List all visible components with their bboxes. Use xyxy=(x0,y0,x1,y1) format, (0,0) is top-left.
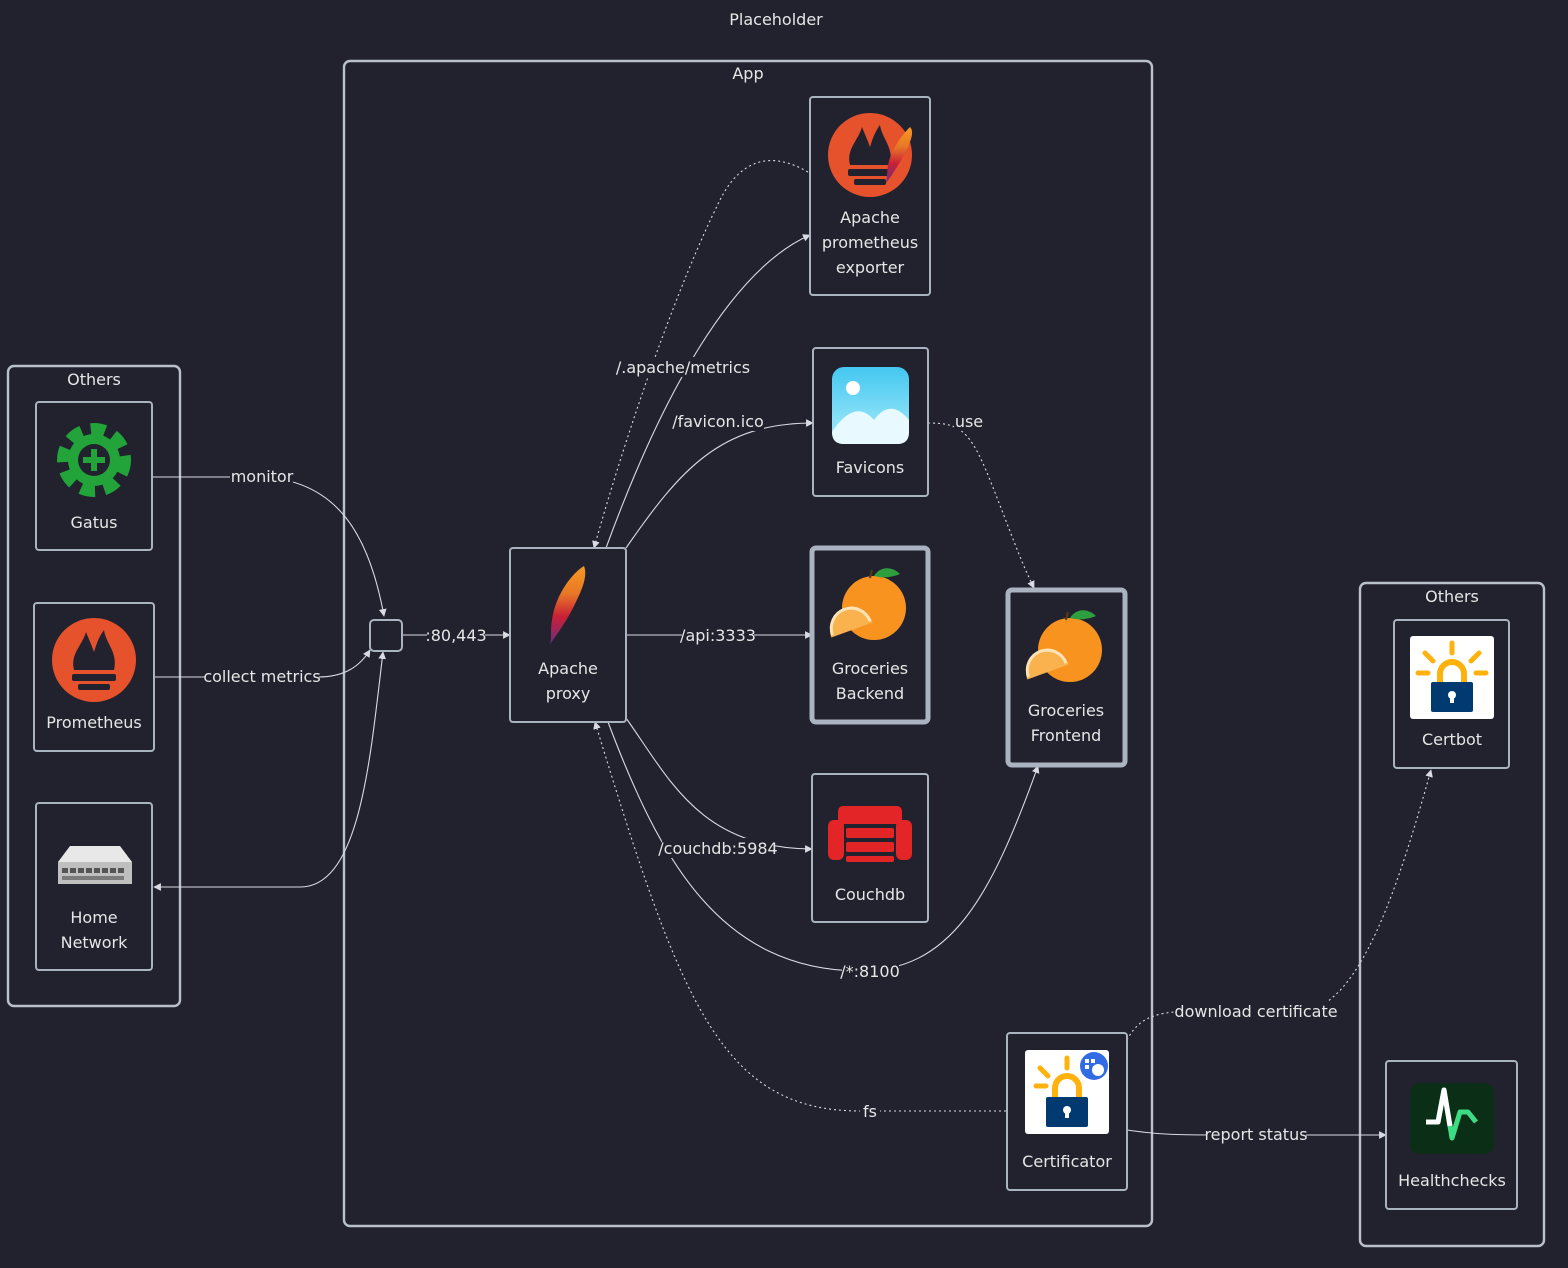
edge-label-collect-metrics: collect metrics xyxy=(203,667,320,686)
tangerine-icon xyxy=(829,568,906,640)
image-icon xyxy=(832,367,909,444)
node-home-network-label-2: Network xyxy=(61,933,129,952)
node-certificator[interactable]: Certificator xyxy=(1006,1032,1128,1191)
node-couchdb-label: Couchdb xyxy=(835,885,905,904)
group-others-left-label: Others xyxy=(67,370,121,389)
edge-home-network xyxy=(153,651,386,891)
edge-couchdb xyxy=(625,717,813,853)
edge-label-use: use xyxy=(955,412,983,431)
node-apache-exporter-label-2: prometheus xyxy=(822,233,918,252)
node-prometheus[interactable]: Prometheus xyxy=(33,602,155,752)
node-couchdb[interactable]: Couchdb xyxy=(811,773,929,923)
edge-label-frontend: /*:8100 xyxy=(840,962,900,981)
healthchecks-icon xyxy=(1410,1083,1494,1154)
node-groceries-frontend-label-1: Groceries xyxy=(1028,701,1104,720)
edge-label-couchdb: /couchdb:5984 xyxy=(658,839,777,858)
junction-node[interactable] xyxy=(369,619,403,652)
node-prometheus-label: Prometheus xyxy=(46,713,142,732)
edge-label-favicon: /favicon.ico xyxy=(672,412,764,431)
edge-label-report-status: report status xyxy=(1204,1125,1307,1144)
edge-use xyxy=(927,422,1035,589)
prometheus-apache-icon xyxy=(828,113,913,197)
couch-icon xyxy=(828,806,912,862)
diagram-title: Placeholder xyxy=(729,10,823,29)
gatus-icon xyxy=(57,423,131,497)
edge-label-monitor: monitor xyxy=(231,467,294,486)
node-certbot-label: Certbot xyxy=(1422,730,1482,749)
node-certbot[interactable]: Certbot xyxy=(1393,619,1510,769)
node-home-network[interactable]: Home Network xyxy=(35,802,153,971)
edge-download-certificate xyxy=(1126,769,1433,1041)
edge-label-api: /api:3333 xyxy=(680,626,756,645)
edge-monitor xyxy=(152,476,387,617)
prometheus-icon xyxy=(52,618,136,702)
node-groceries-backend-label-2: Backend xyxy=(836,684,904,703)
node-home-network-label-1: Home xyxy=(70,908,117,927)
node-apache-proxy-label-2: proxy xyxy=(546,684,591,703)
node-apache-exporter-label-1: Apache xyxy=(840,208,900,227)
edge-exporter-back xyxy=(592,160,809,549)
node-groceries-backend-label-1: Groceries xyxy=(832,659,908,678)
apache-feather-icon xyxy=(550,566,586,644)
edge-labels: monitor collect metrics :80,443 /.apache… xyxy=(203,357,1338,1144)
node-apache-exporter[interactable]: Apache prometheus exporter xyxy=(809,96,931,296)
edge-label-fs: fs xyxy=(863,1102,877,1121)
edge-label-download-certificate: download certificate xyxy=(1174,1002,1337,1021)
node-favicons-label: Favicons xyxy=(836,458,905,477)
group-app: App xyxy=(342,59,1154,1228)
certbot-cron-icon xyxy=(1025,1050,1109,1134)
edge-to-exporter xyxy=(605,234,811,549)
network-switch-icon xyxy=(58,846,132,884)
group-others-right-label: Others xyxy=(1425,587,1479,606)
node-groceries-frontend[interactable]: Groceries Frontend xyxy=(1005,587,1128,768)
node-apache-exporter-label-3: exporter xyxy=(836,258,905,277)
edge-label-apache-metrics: /.apache/metrics xyxy=(616,358,750,377)
group-others-right: Others xyxy=(1358,581,1546,1248)
node-apache-proxy-label-1: Apache xyxy=(538,659,598,678)
node-gatus[interactable]: Gatus xyxy=(35,401,153,551)
edge-label-ports: :80,443 xyxy=(425,626,486,645)
node-gatus-label: Gatus xyxy=(71,513,118,532)
edge-favicon xyxy=(625,419,814,549)
edge-fs xyxy=(593,721,1006,1112)
node-groceries-backend[interactable]: Groceries Backend xyxy=(809,545,931,725)
node-favicons[interactable]: Favicons xyxy=(812,347,929,497)
node-groceries-frontend-label-2: Frontend xyxy=(1031,726,1102,745)
node-healthchecks-label: Healthchecks xyxy=(1398,1171,1506,1190)
group-app-label: App xyxy=(732,64,763,83)
tangerine-icon xyxy=(1025,610,1102,682)
node-certificator-label: Certificator xyxy=(1022,1152,1112,1171)
node-apache-proxy[interactable]: Apache proxy xyxy=(509,547,627,723)
node-healthchecks[interactable]: Healthchecks xyxy=(1385,1060,1518,1210)
certbot-icon xyxy=(1410,636,1494,719)
